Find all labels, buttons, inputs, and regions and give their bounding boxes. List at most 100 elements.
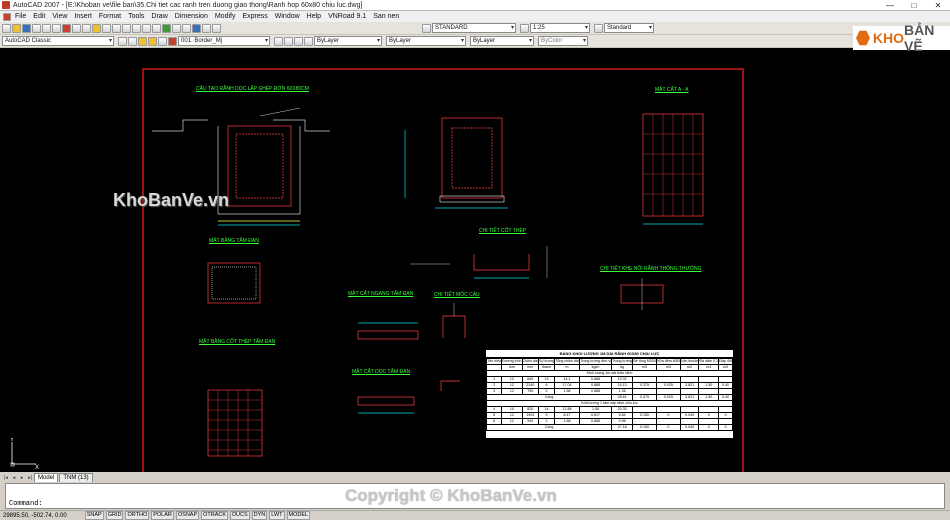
ducs-toggle[interactable]: DUCS <box>230 511 250 520</box>
save-icon[interactable] <box>22 23 31 33</box>
logo-text-kho: KHO <box>872 30 905 46</box>
quantity-table: BẢNG KHỐI LƯỢNG 1M DÀI RÃNH 60X80 CHỊU L… <box>485 349 734 439</box>
redo-icon[interactable] <box>112 23 121 33</box>
menu-format[interactable]: Format <box>98 13 122 20</box>
dyn-toggle[interactable]: DYN <box>251 511 268 520</box>
layer-manager-icon[interactable] <box>128 36 137 46</box>
window-title: AutoCAD 2007 - [E:\Khoban ve\file ban\35… <box>13 1 363 9</box>
new-icon[interactable] <box>2 23 11 33</box>
menu-view[interactable]: View <box>52 13 68 20</box>
tab-model[interactable]: Model <box>34 473 59 482</box>
menu-file[interactable]: File <box>15 13 27 20</box>
autocad-app-icon <box>2 1 10 9</box>
layer-lock-icon[interactable] <box>158 36 167 46</box>
tool-palettes-icon[interactable] <box>182 23 191 33</box>
plotstyle-select[interactable]: ByColor <box>538 36 588 46</box>
tab-last-icon[interactable]: ▸| <box>28 475 32 481</box>
menu-modify[interactable]: Modify <box>214 13 236 20</box>
zoom-window-icon[interactable] <box>142 23 151 33</box>
title-mat-cat-ngang: MẶT CẮT NGANG TẤM ĐAN <box>348 291 414 297</box>
khobanve-logo: KHO BẢN VẼ <box>853 22 950 54</box>
tab-prev-icon[interactable]: ◂ <box>12 475 16 481</box>
match-properties-icon[interactable] <box>92 23 101 33</box>
title-chi-tiet-moc-cau: CHI TIẾT MÓC CẨU <box>434 292 480 298</box>
menu-draw[interactable]: Draw <box>151 13 168 20</box>
axis-y-label: Y <box>10 438 14 443</box>
workspace-settings-icon[interactable] <box>118 36 127 46</box>
menu-edit[interactable]: Edit <box>33 13 46 20</box>
design-center-icon[interactable] <box>172 23 181 33</box>
dim-style-icon <box>520 23 529 33</box>
color-select[interactable]: ByLayer <box>314 36 382 46</box>
model-toggle[interactable]: MODEL <box>286 511 311 520</box>
undo-icon[interactable] <box>102 23 111 33</box>
title-mat-cat-aa: MẶT CẮT A - A <box>655 87 689 93</box>
command-window[interactable]: Command: <box>5 483 945 509</box>
snap-toggle[interactable]: SNAP <box>84 511 104 520</box>
menu-vnroad[interactable]: VNRoad 9.1 <box>328 13 367 20</box>
print-icon[interactable] <box>32 23 41 33</box>
title-chi-tiet-cot-thep: CHI TIẾT CỐT THÉP <box>479 228 527 234</box>
document-icon[interactable] <box>3 12 11 21</box>
tab-first-icon[interactable]: |◂ <box>4 475 8 481</box>
text-style-select[interactable]: STANDARD <box>432 23 516 33</box>
sheet-set-icon[interactable] <box>192 23 201 33</box>
layer-color-icon[interactable] <box>168 36 177 46</box>
properties-icon[interactable] <box>162 23 171 33</box>
pan-icon[interactable] <box>122 23 131 33</box>
menu-tools[interactable]: Tools <box>128 13 145 20</box>
maximize-button[interactable]: □ <box>911 1 917 10</box>
workspace-select[interactable]: AutoCAD Classic <box>2 36 114 46</box>
title-bar: AutoCAD 2007 - [E:\Khoban ve\file ban\35… <box>0 0 950 11</box>
otrack-toggle[interactable]: OTRACK <box>201 511 229 520</box>
status-bar: 29895.50, -502.74, 0.00 SNAP GRID ORTHO … <box>0 510 950 520</box>
menu-help[interactable]: Help <box>306 13 322 20</box>
menu-window[interactable]: Window <box>274 13 300 20</box>
plot-preview-icon[interactable] <box>42 23 51 33</box>
watermark-text: KhoBanVe.vn <box>113 190 230 210</box>
menu-express[interactable]: Express <box>242 13 268 20</box>
drawing-canvas[interactable]: CẤU TẠO RÃNH DỌC LẮP GHÉP ĐƠN 60X80CM MẶ… <box>0 48 950 472</box>
osnap-toggle[interactable]: OSNAP <box>175 511 200 520</box>
close-button[interactable]: ✕ <box>934 1 942 10</box>
make-current-icon[interactable] <box>274 36 283 46</box>
color-swatch-icon <box>304 36 313 46</box>
polar-toggle[interactable]: POLAR <box>151 511 174 520</box>
quickcalc-icon[interactable] <box>212 23 221 33</box>
drawing-geometry <box>142 68 744 472</box>
menu-insert[interactable]: Insert <box>74 13 92 20</box>
tab-layout-tnm[interactable]: TNM (13) <box>59 473 93 482</box>
cut-icon[interactable] <box>62 23 71 33</box>
menu-san-nen[interactable]: San nen <box>373 13 400 20</box>
text-style-icon <box>422 23 431 33</box>
layer-select[interactable]: 001. Border_Mj <box>178 36 270 46</box>
publish-icon[interactable] <box>52 23 61 33</box>
layer-previous-icon[interactable] <box>284 36 293 46</box>
grid-toggle[interactable]: GRID <box>105 511 124 520</box>
open-icon[interactable] <box>12 23 21 33</box>
zoom-previous-icon[interactable] <box>152 23 161 33</box>
menu-dimension[interactable]: Dimension <box>174 13 208 20</box>
paste-icon[interactable] <box>82 23 91 33</box>
title-mat-bang-cot-thep: MẶT BẰNG CỐT THÉP TẤM ĐAN <box>199 339 276 345</box>
copy-icon[interactable] <box>72 23 81 33</box>
layer-on-icon[interactable] <box>138 36 147 46</box>
zoom-realtime-icon[interactable] <box>132 23 141 33</box>
tab-next-icon[interactable]: ▸ <box>20 475 24 481</box>
layer-states-icon[interactable] <box>294 36 303 46</box>
markup-icon[interactable] <box>202 23 211 33</box>
lineweight-select[interactable]: ByLayer <box>470 36 534 46</box>
minimize-button[interactable]: — <box>886 1 894 10</box>
linetype-select[interactable]: ByLayer <box>386 36 466 46</box>
dim-scale-select[interactable]: 1:25 <box>530 23 590 33</box>
lwt-toggle[interactable]: LWT <box>269 511 285 520</box>
command-prompt[interactable]: Command: <box>9 500 43 508</box>
dim-style-select[interactable]: Standard <box>604 23 654 33</box>
layer-freeze-icon[interactable] <box>148 36 157 46</box>
ortho-toggle[interactable]: ORTHO <box>125 511 150 520</box>
